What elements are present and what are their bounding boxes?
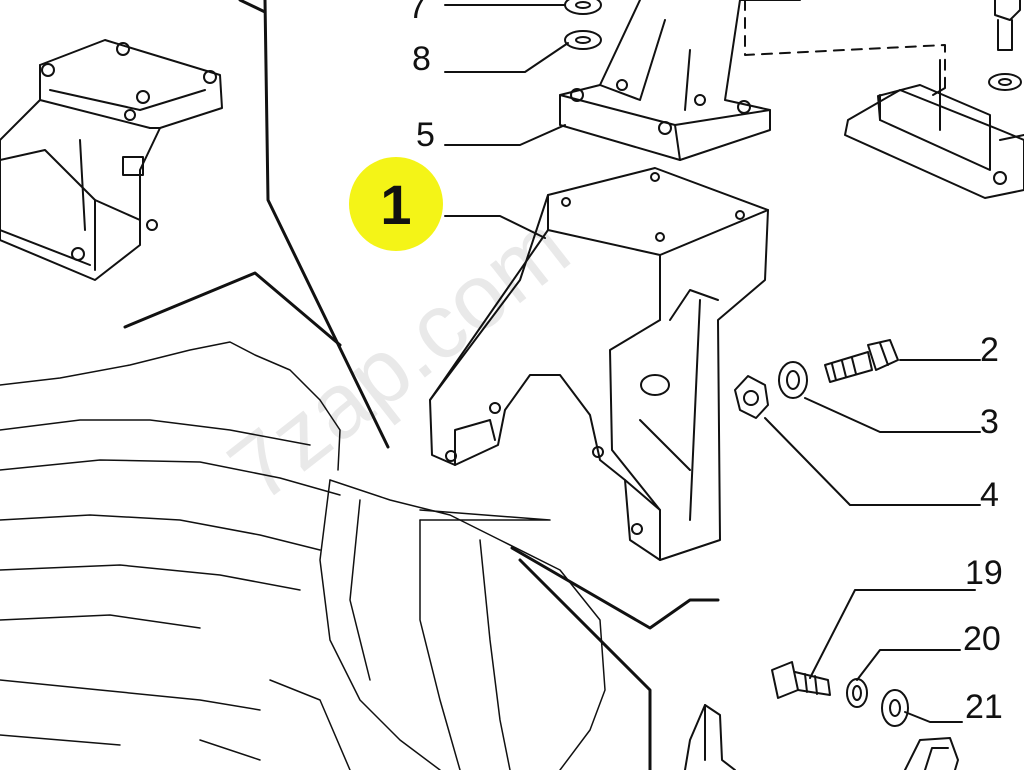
upper-mount-bracket (559, 0, 801, 161)
part-label-3: 3 (980, 403, 999, 441)
top-washers (564, 0, 602, 50)
part-label-7: 7 (408, 0, 427, 26)
gearbox-housing (0, 341, 606, 770)
main-bracket (429, 167, 769, 561)
part-label-5: 5 (416, 116, 435, 154)
part-label-8: 8 (412, 40, 431, 78)
callout-badge-1: 1 (349, 157, 443, 251)
top-bolt-and-washer (988, 0, 1022, 91)
part-label-2: 2 (980, 331, 999, 369)
part-label-20: 20 (963, 620, 1001, 658)
leader-lines (444, 4, 981, 723)
fastener-group-upper (734, 339, 899, 419)
section-lines (123, 0, 720, 770)
part-label-19: 19 (965, 554, 1003, 592)
dashed-guide (744, 0, 946, 91)
lower-right-bracket (684, 704, 959, 770)
fastener-group-lower (771, 661, 909, 727)
left-mount-bracket (0, 39, 223, 281)
part-label-21: 21 (965, 688, 1003, 726)
part-label-4: 4 (980, 476, 999, 514)
rubber-mount (844, 59, 1024, 199)
